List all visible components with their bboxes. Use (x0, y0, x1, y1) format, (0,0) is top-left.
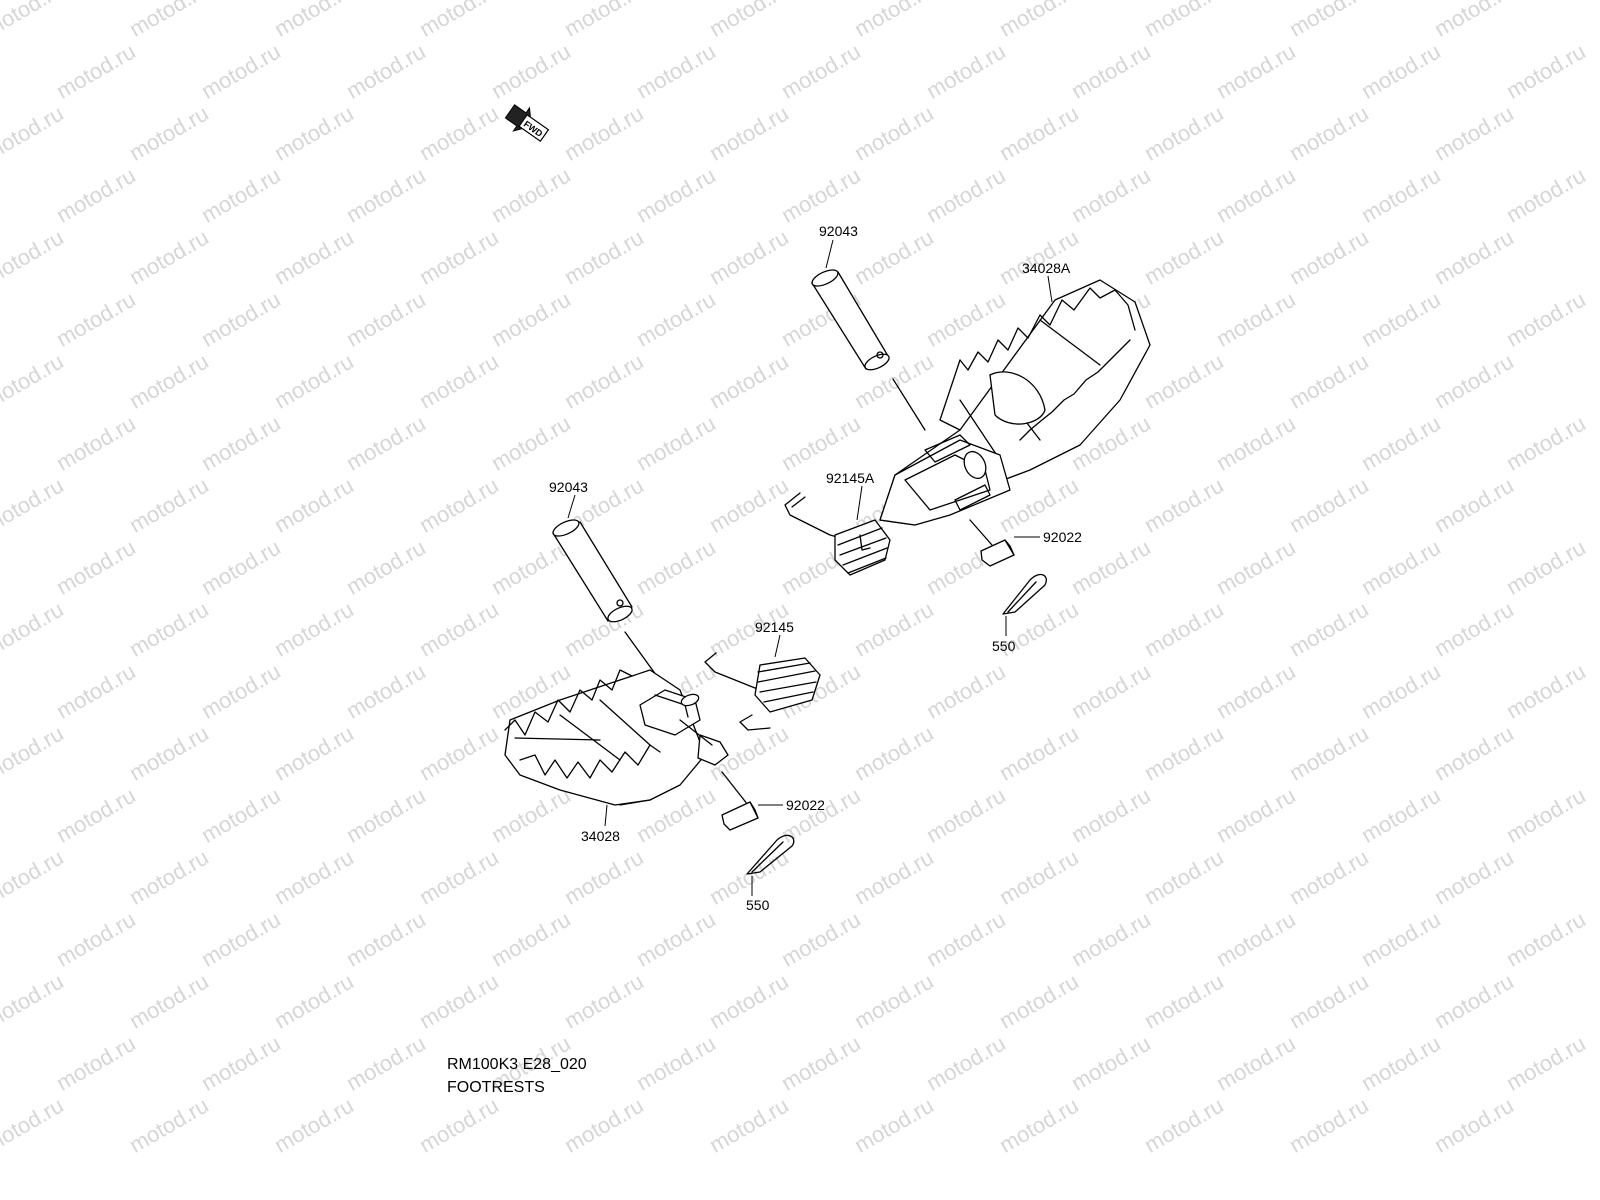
pin-upper (811, 269, 890, 371)
label-spring-lower: 92145 (755, 619, 794, 635)
label-footrest-34028: 34028 (581, 828, 620, 844)
label-pin-upper: 92043 (819, 223, 858, 239)
label-cotter-upper: 550 (992, 638, 1016, 654)
label-cotter-lower: 550 (746, 897, 770, 913)
label-spring-upper: 92145A (826, 470, 875, 486)
label-pin-lower: 92043 (549, 479, 588, 495)
diagram-title: FOOTRESTS (447, 1079, 545, 1096)
washer-lower (721, 801, 759, 831)
label-washer-upper: 92022 (1043, 529, 1082, 545)
spring-lower (704, 652, 821, 731)
diagram-code: RM100K3 E28_020 (447, 1056, 587, 1073)
footrest-34028A (879, 279, 1151, 526)
pin-lower (552, 519, 633, 623)
label-footrest-34028A: 34028A (1022, 260, 1071, 276)
footrest-34028 (504, 669, 729, 806)
spring-upper (784, 492, 891, 576)
cotter-lower (746, 834, 795, 875)
label-washer-lower: 92022 (786, 797, 825, 813)
washer-upper (980, 539, 1015, 567)
fwd-arrow-icon: FWD (504, 104, 550, 143)
cotter-upper (1002, 573, 1047, 615)
